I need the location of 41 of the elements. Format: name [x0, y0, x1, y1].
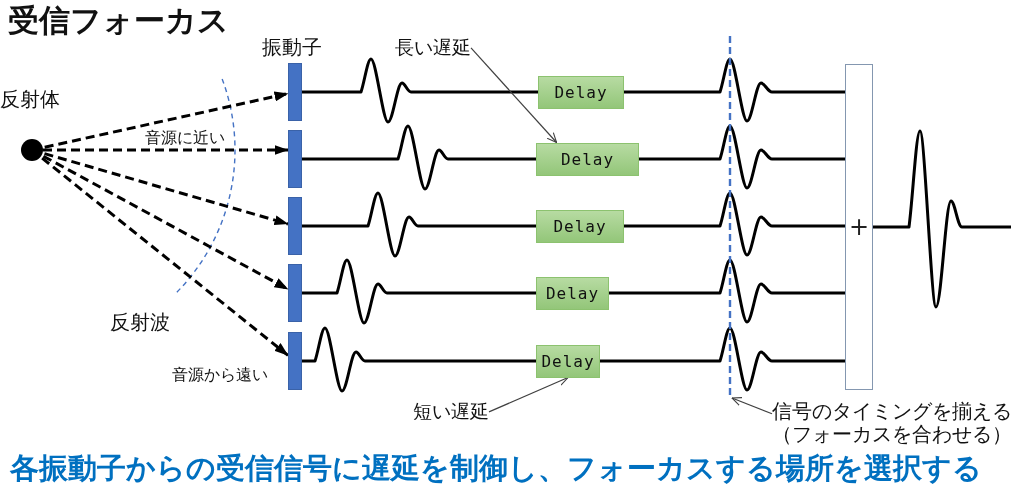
- delay-block: Delay: [536, 209, 624, 243]
- annotation-text: 長い遅延: [395, 37, 471, 59]
- signal-line: [302, 191, 536, 258]
- signal-line: [302, 57, 538, 124]
- leader-line: [488, 376, 569, 413]
- dashed-arrow: [44, 152, 289, 226]
- signal-line: [302, 326, 536, 393]
- signal-line: [600, 326, 845, 392]
- delay-block: Delay: [538, 75, 624, 109]
- signal-line: [302, 258, 536, 325]
- dashed-arrow: [43, 145, 289, 155]
- dashed-arrow: [42, 154, 289, 291]
- signal-line: [609, 258, 845, 324]
- summing-block: +: [845, 64, 873, 390]
- signal-line: [873, 129, 1011, 309]
- transducer-element: [288, 130, 302, 188]
- leader-line: [470, 47, 558, 144]
- signal-line: [624, 57, 845, 123]
- transducer-element: [288, 63, 302, 121]
- signal-line: [302, 124, 536, 191]
- delay-block: Delay: [536, 276, 609, 310]
- delay-block: Delay: [536, 142, 639, 176]
- reflector-dot: [21, 139, 43, 161]
- delay-block: Delay: [536, 344, 600, 378]
- caption-text: 各振動子からの受信信号に遅延を制御し、フォーカスする場所を選択する: [10, 452, 982, 486]
- node-label: 反射体: [0, 88, 60, 111]
- diagram-title: 受信フォーカス: [8, 3, 229, 39]
- transducer-element: [288, 332, 302, 390]
- focus-line: [728, 36, 732, 398]
- annotation-text: 音源から遠い: [172, 366, 268, 385]
- dashed-arrow: [44, 91, 289, 149]
- annotation-text: 短い遅延: [413, 401, 489, 423]
- signal-line: [624, 191, 845, 257]
- transducer-element: [288, 197, 302, 255]
- annotation-text: 信号のタイミングを揃える（フォーカスを合わせる）: [772, 400, 1020, 446]
- signal-line: [639, 124, 845, 190]
- annotation-text: 音源に近い: [145, 129, 225, 148]
- transducer-element: [288, 264, 302, 322]
- leader-line: [731, 397, 773, 415]
- dashed-arrow: [41, 156, 289, 357]
- annotation-text: 反射波: [110, 311, 170, 334]
